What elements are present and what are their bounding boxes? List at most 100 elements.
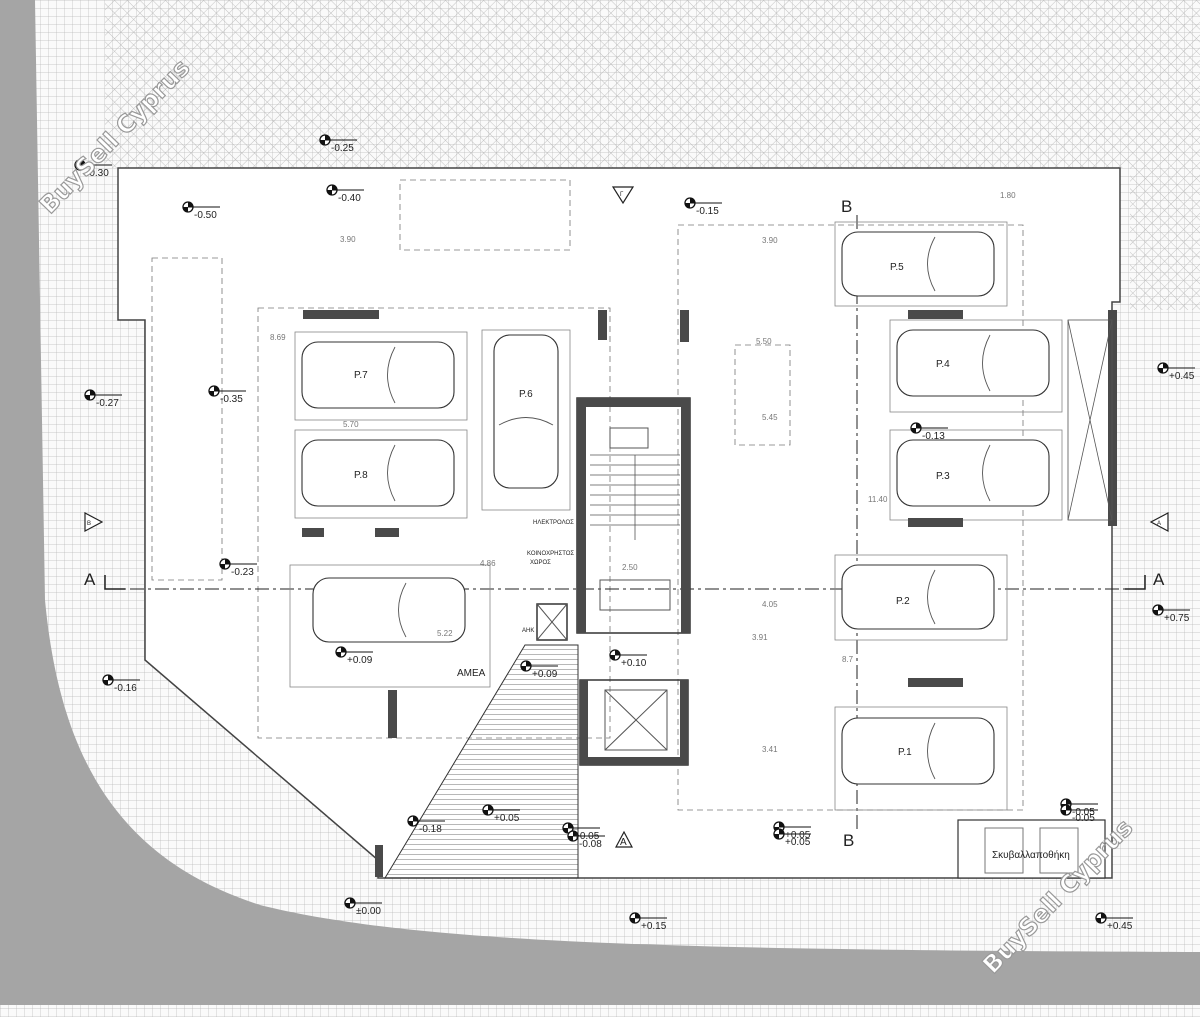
dimension-label: 8.7 [842,655,854,664]
dimension-label: 3.91 [752,633,768,642]
level-label: -0.50 [194,210,217,221]
section-marker-label: Γ [620,192,624,198]
level-label: +0.75 [1164,613,1190,624]
level-label: +0.09 [532,669,558,680]
dimension-label: 4.05 [762,600,778,609]
level-label: +0.15 [641,921,667,932]
level-label: -0.05 [1072,813,1095,824]
level-marker-icon [910,422,948,434]
refuse-store [957,819,1106,879]
dimension-label: 3.90 [762,236,778,245]
level-marker-icon [562,822,600,834]
room-label-electrical: ΗΛΕΚΤΡΟΛΟΣ [533,520,574,526]
level-label: +0.05 [785,837,811,848]
level-marker-icon [102,674,140,686]
dimension-label: 2.50 [622,563,638,572]
level-label: +0.09 [347,655,373,666]
section-label: B [843,831,854,850]
dimension-label: 8.69 [270,333,286,342]
level-label: -0.16 [114,683,137,694]
car-windshields [387,236,991,780]
neighbor-plot-hatch-main [105,0,1130,168]
level-marker-icon [407,815,445,827]
section-marker-label: B [87,521,91,527]
level-marker-icon [684,197,722,209]
dimension-label: 5.70 [343,420,359,429]
cars [301,231,1050,785]
columns [302,310,1117,877]
level-marker-icon [609,649,647,661]
level-marker-icon [84,389,122,401]
level-markers [74,134,1195,924]
level-marker-icon [344,897,382,909]
level-label: -0.40 [338,193,361,204]
level-label: -0.25 [331,143,354,154]
parking-slot-label: P.6 [519,389,533,400]
level-marker-icon [1095,912,1133,924]
dimension-label: 3.90 [340,235,356,244]
level-label: +0.45 [1169,371,1195,382]
section-marker-label: A [1157,521,1161,527]
ahk-box [536,603,568,641]
dimension-label: 5.45 [762,413,778,422]
dimension-label: 1.80 [1000,191,1016,200]
level-label: -0.30 [86,168,109,179]
level-marker-icon [520,660,558,672]
lift-shaft [579,679,689,766]
level-marker-icon [219,558,257,570]
section-marker-label: A [620,837,627,848]
room-label-common: ΚΟΙΝΟΧΡΗΣΤΟΣ [527,551,574,557]
room-label-common-2: ΧΩΡΟΣ [530,560,551,566]
level-marker-icon [773,828,811,840]
level-marker-icon [319,134,357,146]
level-label: -0.15 [696,206,719,217]
parking-slot-label: P.5 [890,262,904,273]
section-markers [84,186,1169,848]
level-label: -0.18 [419,824,442,835]
stair-core [576,397,691,634]
level-label: -0.05 [1072,807,1095,818]
level-marker-icon [1060,804,1098,816]
section-label: A [1153,570,1165,589]
level-label: +0.05 [785,830,811,841]
dimension-label: 5.50 [756,337,772,346]
level-label: ±0.00 [356,906,381,917]
level-label: +0.45 [1107,921,1133,932]
level-label: -0.23 [231,567,254,578]
room-label-ahk: ΑΗΚ [522,628,534,634]
level-marker-icon [629,912,667,924]
level-label: +0.05 [574,831,600,842]
level-label: -0.08 [579,839,602,850]
parking-slot-label: P.7 [354,370,368,381]
level-marker-icon [482,804,520,816]
level-marker-icon [335,646,373,658]
level-label: -0.35 [220,394,243,405]
level-marker-icon [182,201,220,213]
dimension-labels: 1.80 3.90 3.90 8.69 5.50 5.70 5.45 11.40 4.86 2.5… [270,191,1016,754]
parking-slot-label: P.3 [936,471,950,482]
dimension-label: 3.41 [762,745,778,754]
dimension-label: 11.40 [868,495,888,504]
dimension-label: 4.86 [480,559,496,568]
level-label: -0.13 [922,431,945,442]
parking-bays [289,221,1063,811]
level-label: +0.05 [494,813,520,824]
level-marker-icon [326,184,364,196]
level-label: +0.10 [621,658,647,669]
level-label: -0.27 [96,398,119,409]
level-marker-icon [1157,362,1195,374]
parking-slot-label: P.2 [896,596,910,607]
level-labels: -0.25 -0.30 -0.40 -0.50 -0.15 -0.27 -0.35 -0.23… [86,143,1195,932]
level-marker-icon [74,159,112,171]
section-label: A [84,570,96,589]
level-marker-icon [567,830,605,842]
dimension-label: 5.22 [437,629,453,638]
level-marker-icon [1152,604,1190,616]
parking-slot-label: P.4 [936,359,950,370]
parking-slot-label: P.1 [898,747,912,758]
room-label-bins: Σκυβαλλαποθήκη [992,849,1070,861]
level-marker-icon [208,385,246,397]
parking-slot-label: P.8 [354,470,368,481]
